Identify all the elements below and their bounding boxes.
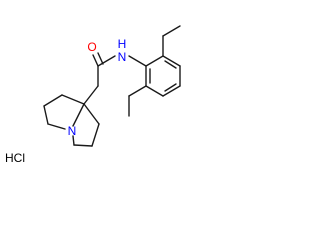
- bond-pyr-1: [61, 94, 85, 105]
- bond-ring-inner-2: [164, 83, 177, 92]
- bond-bridgehead-n: [72, 103, 85, 127]
- bond-n-aryl: [128, 55, 147, 67]
- ring-nitrogen-label: N: [68, 124, 77, 138]
- bond-pyr-8: [72, 135, 75, 146]
- bond-pyr-4: [47, 123, 66, 130]
- bond-ethyl-bottom-1: [128, 85, 147, 97]
- bond-pyr-5: [83, 103, 100, 125]
- salt-label: HCl: [5, 151, 25, 165]
- bond-ring-1: [145, 55, 164, 67]
- bond-ring-4: [162, 85, 181, 97]
- bond-pyr-3: [43, 105, 49, 125]
- oxygen-label: O: [87, 40, 96, 54]
- amide-nitrogen-label: N: [118, 50, 127, 64]
- bond-carbonyl-a: [92, 54, 99, 67]
- bond-ring-inner-1: [164, 60, 177, 69]
- bond-pyr-2: [43, 94, 63, 107]
- bond-ring-5: [145, 85, 164, 97]
- bond-ethyl-top-2: [162, 25, 181, 37]
- molecule-structure: O N H N HCl: [5, 25, 181, 165]
- bond-pyr-7: [73, 144, 93, 147]
- bond-ch2-bridgehead: [83, 85, 99, 105]
- bond-pyr-6: [91, 123, 100, 147]
- amide-hydrogen-label: H: [118, 37, 127, 51]
- bond-group: [43, 25, 181, 147]
- bond-carbonyl-b: [97, 52, 104, 65]
- bond-c-n-amide: [97, 55, 116, 67]
- bond-ring-2: [162, 55, 181, 67]
